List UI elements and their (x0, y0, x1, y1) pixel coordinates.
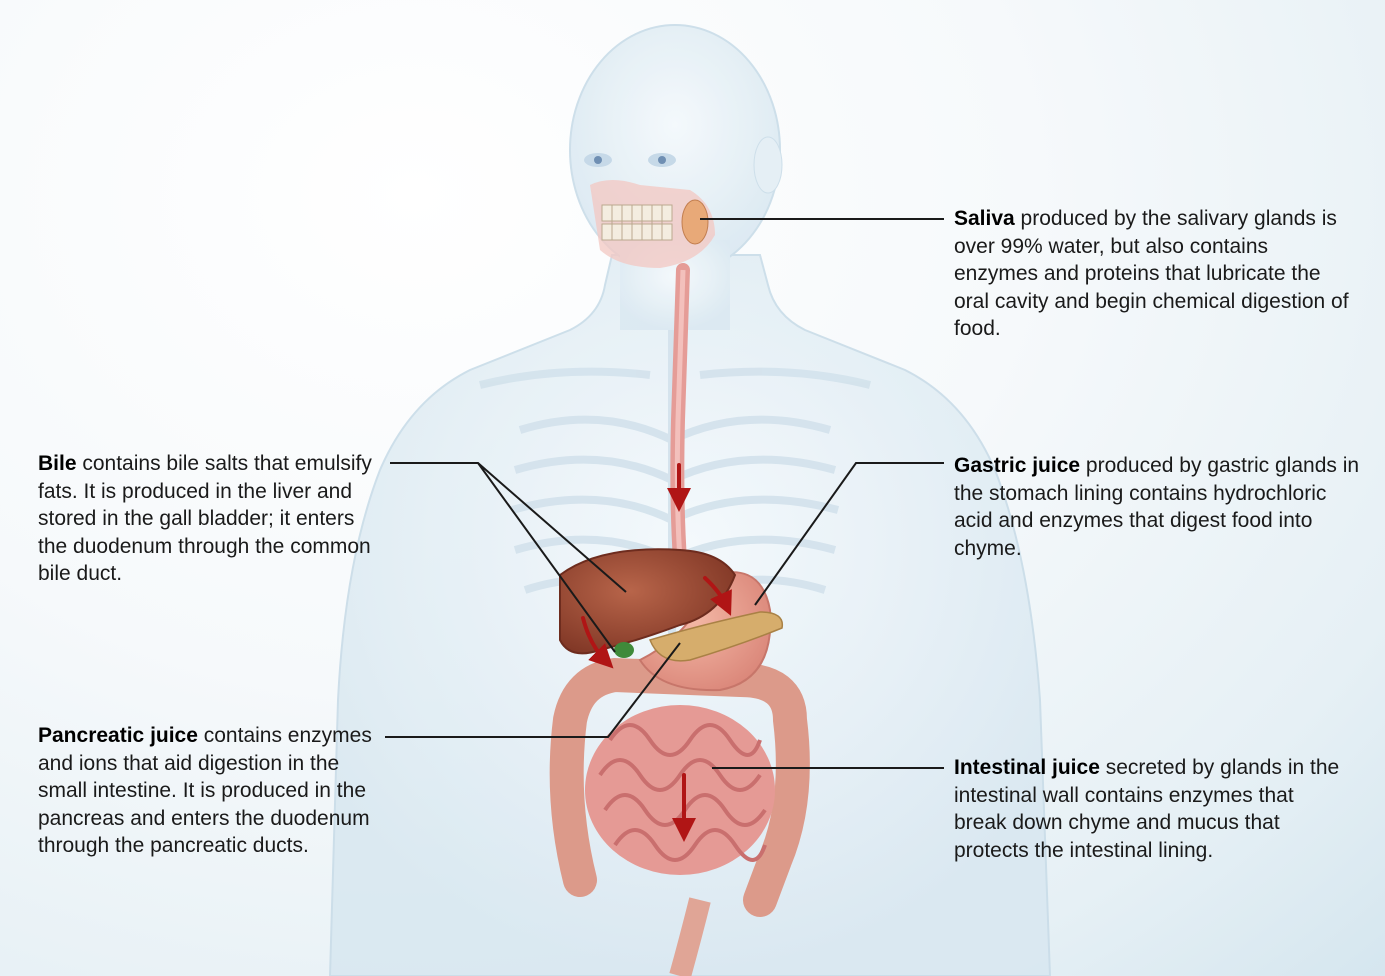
intestinal-juice-term: Intestinal juice (954, 756, 1100, 779)
bile-description: contains bile salts that emulsify fats. … (38, 452, 372, 585)
gall-bladder (614, 642, 634, 658)
saliva-label: Saliva produced by the salivary glands i… (954, 205, 1354, 343)
saliva-term: Saliva (954, 207, 1015, 230)
gastric-juice-term: Gastric juice (954, 454, 1080, 477)
pancreatic-juice-term: Pancreatic juice (38, 724, 198, 747)
gastric-juice-label: Gastric juice produced by gastric glands… (954, 452, 1364, 562)
bile-label: Bile contains bile salts that emulsify f… (38, 450, 373, 588)
intestinal-juice-label: Intestinal juice secreted by glands in t… (954, 754, 1349, 864)
pancreatic-juice-label: Pancreatic juice contains enzymes and io… (38, 722, 383, 860)
bile-term: Bile (38, 452, 77, 475)
